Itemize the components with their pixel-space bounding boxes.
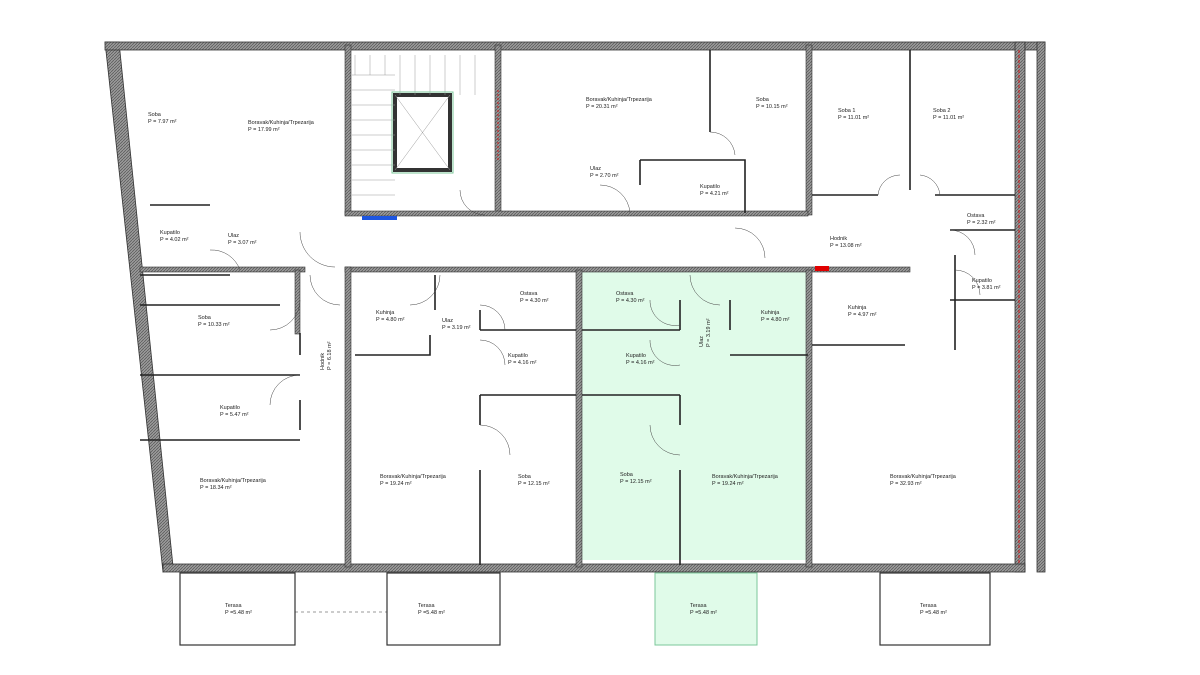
- red-marker: [815, 266, 829, 271]
- staircase: [352, 55, 476, 196]
- highlighted-apartment: [582, 272, 808, 560]
- terraces: [179, 572, 991, 646]
- door-swings: [209, 131, 981, 456]
- interior-walls: [139, 44, 911, 568]
- exterior-walls: [104, 41, 1046, 573]
- blue-marker: [362, 216, 397, 220]
- partition-walls: [140, 50, 1015, 565]
- highlighted-terrace: [654, 572, 758, 646]
